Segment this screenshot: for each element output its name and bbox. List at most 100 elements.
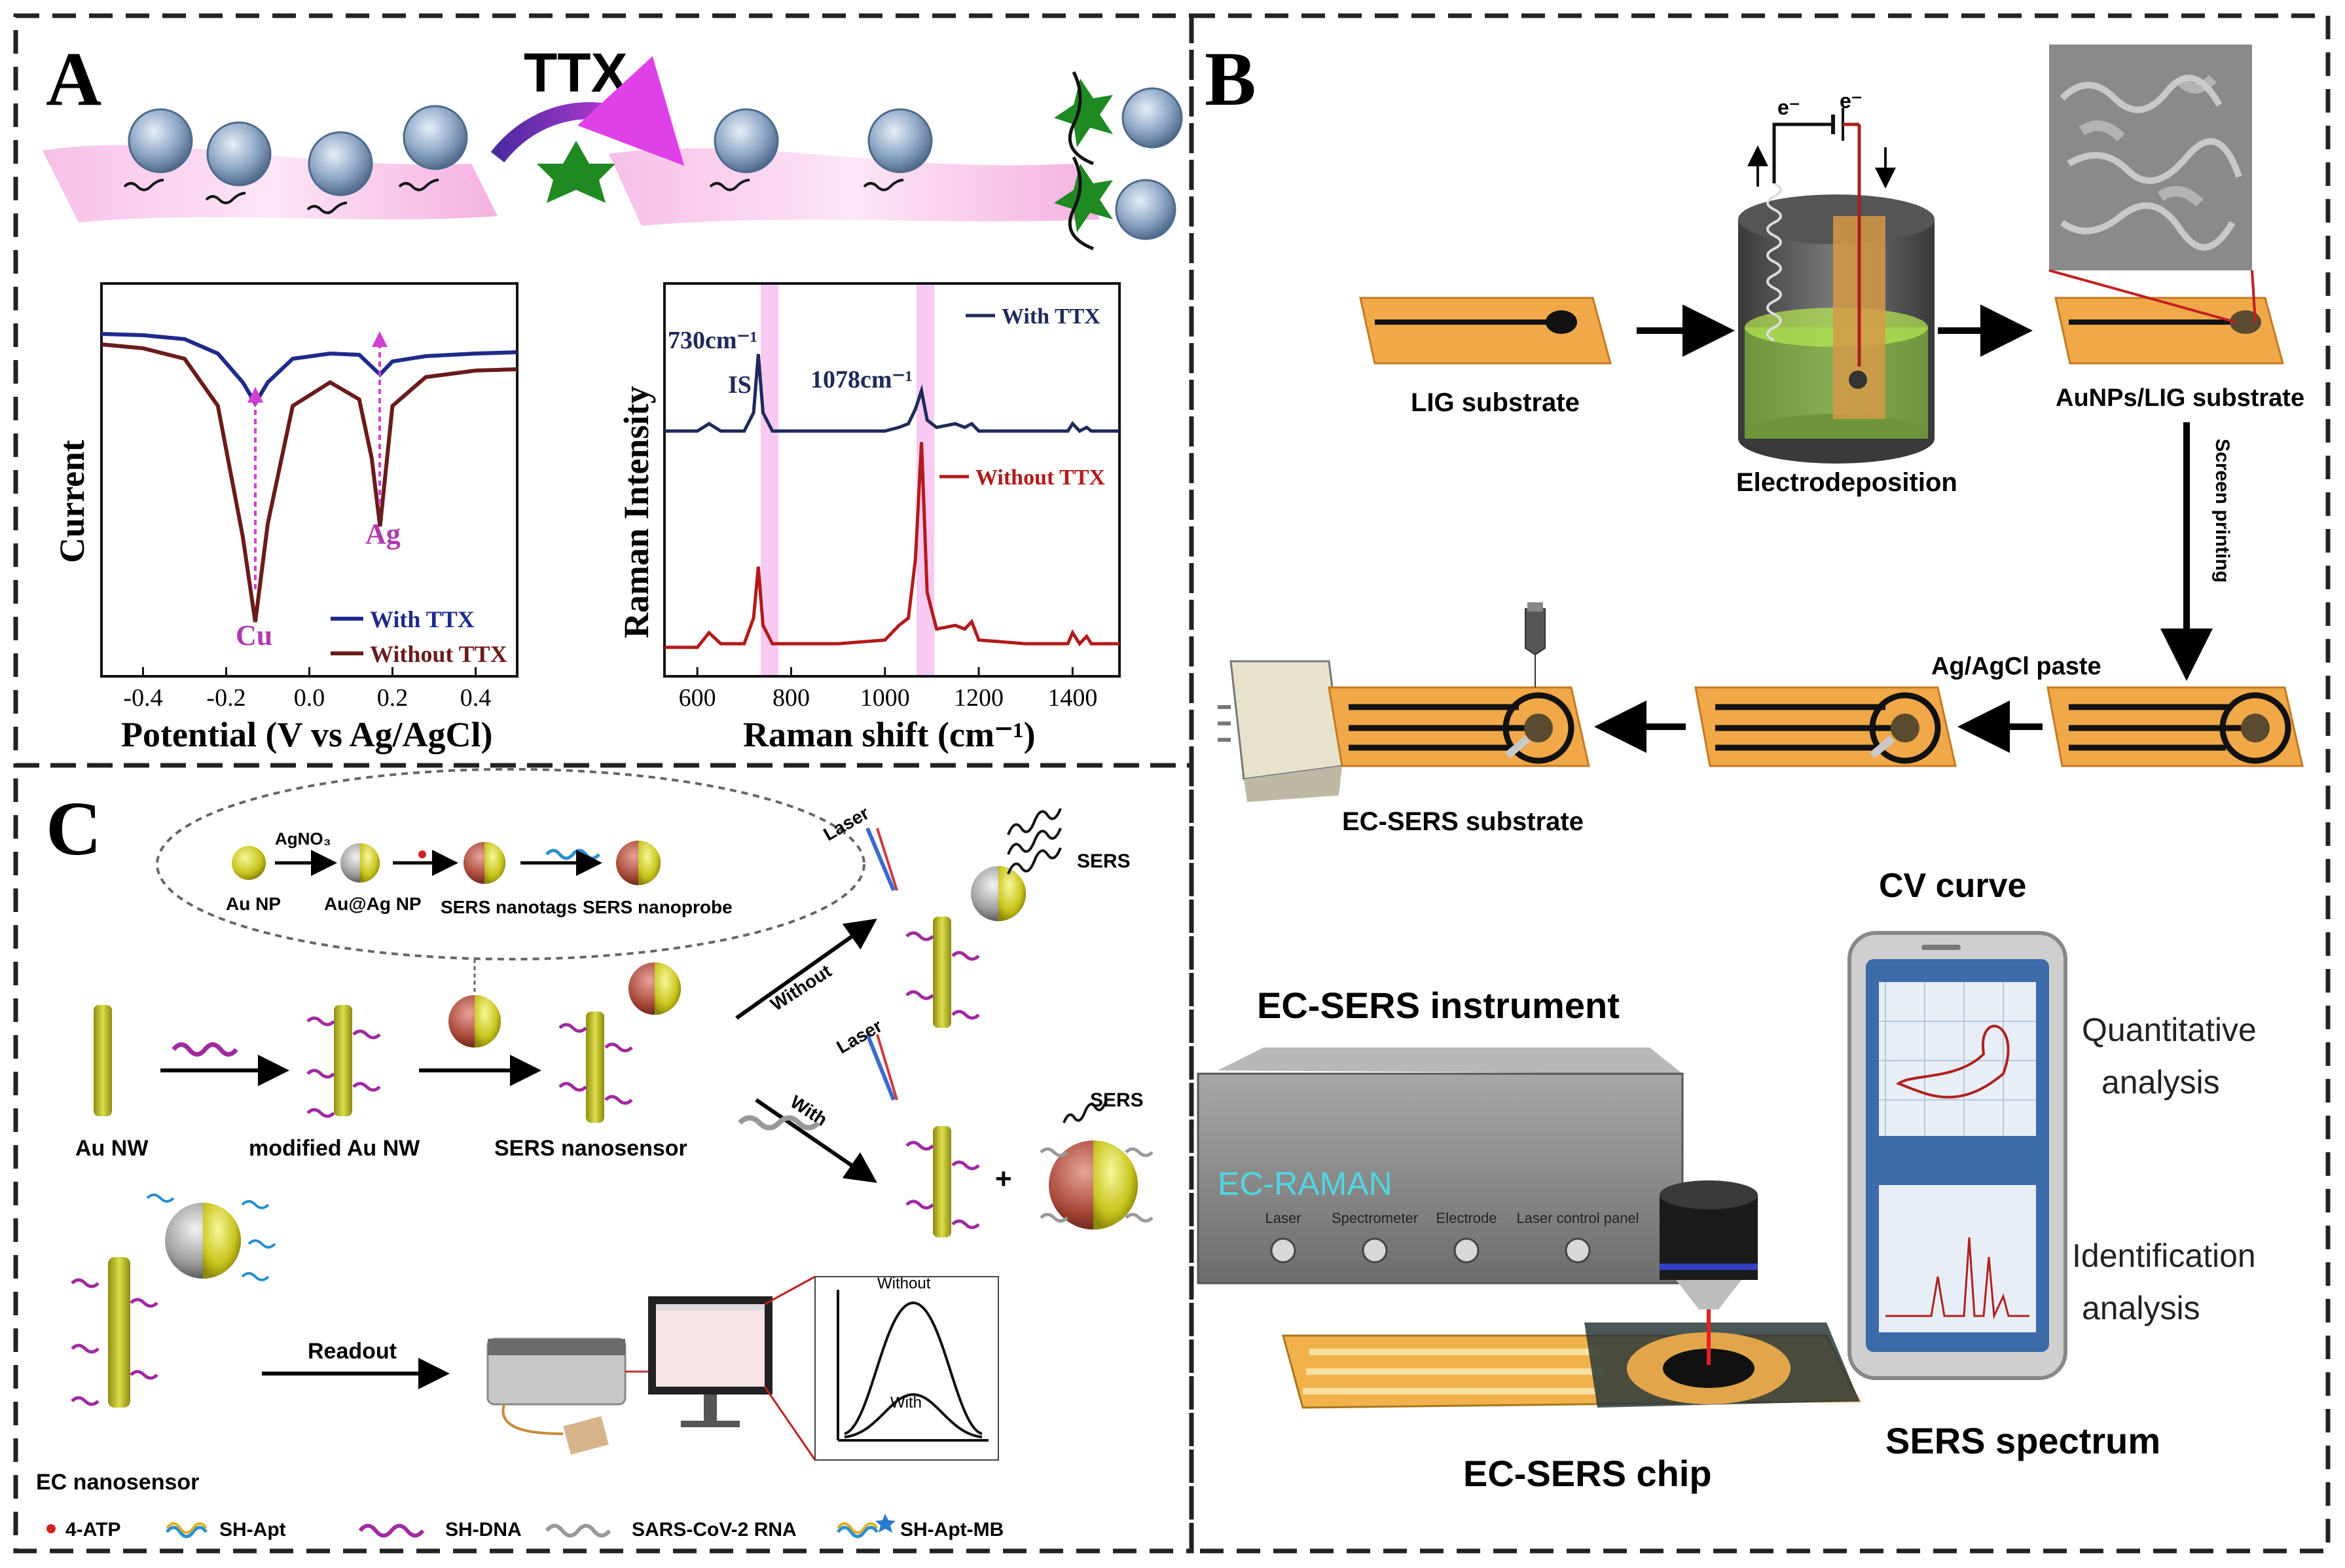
ec-sers-chip xyxy=(1282,1180,1861,1409)
ttx-star-icon xyxy=(537,141,615,203)
au-nw-label: Au NW xyxy=(75,1136,149,1161)
ttx-label: TTX xyxy=(524,42,628,103)
electrodeposition-beaker xyxy=(1738,124,1935,464)
sers-nanosensor-label: SERS nanosensor xyxy=(494,1136,687,1161)
cv-xlabel: Potential (V vs Ag/AgCl) xyxy=(121,715,492,754)
raman-series-with-ttx xyxy=(664,354,1119,433)
raman-plot-frame xyxy=(663,282,1121,678)
ttx-arrow xyxy=(490,56,685,166)
au-np-label: Au NP xyxy=(226,894,281,914)
electrodeposition-label: Electrodeposition xyxy=(1736,468,1957,497)
panel-c: C Au NP AgNO₃ Au@Ag NP SERS nanotags SER… xyxy=(36,768,1154,1541)
lig-substrate-plate xyxy=(1359,297,1612,365)
aunps-substrate-plate xyxy=(2054,297,2284,365)
panel-b-letter: B xyxy=(1205,36,1256,122)
printed-substrate-2 xyxy=(1694,686,1957,767)
sh-dna-icon xyxy=(172,1042,238,1057)
instrument-knob-label-1: Spectrometer xyxy=(1332,1210,1418,1226)
raman-tick-label-0: 600 xyxy=(679,684,716,712)
auag-np-label: Au@Ag NP xyxy=(324,894,422,914)
raman-legend-without: Without TTX xyxy=(975,465,1106,490)
plus-sign: + xyxy=(995,1163,1012,1195)
cv-series-with-ttx xyxy=(101,332,518,407)
identification-line-2: analysis xyxy=(2082,1290,2200,1326)
instrument-knob-3 xyxy=(1565,1237,1591,1264)
sers-label-weak: SERS xyxy=(1090,1089,1144,1111)
phone-cv-panel xyxy=(1879,982,2036,1136)
panel-a-letter: A xyxy=(46,36,101,122)
arrow-with xyxy=(755,1098,877,1183)
quantitative-line-2: analysis xyxy=(2101,1064,2220,1101)
lig-substrate-label: LIG substrate xyxy=(1411,388,1580,417)
raman-band-730 xyxy=(761,285,778,675)
raman-tick-label-3: 1200 xyxy=(954,684,1004,712)
legend-sh-apt-mb: SH-Apt-MB xyxy=(900,1519,1004,1541)
legend-sars-cov2-rna: SARS-CoV-2 RNA xyxy=(632,1519,797,1541)
cv-tick-label-4: 0.4 xyxy=(460,684,492,712)
modified-au-nw-label: modified Au NW xyxy=(249,1136,420,1161)
au-nw-rod xyxy=(94,1005,112,1116)
raman-tick-label-2: 1000 xyxy=(860,684,910,712)
instrument-knob-1 xyxy=(1362,1237,1388,1264)
legend-sh-dna: SH-DNA xyxy=(445,1519,522,1541)
chip-label: EC-SERS chip xyxy=(1463,1453,1712,1494)
curve-with-label: With xyxy=(890,1394,922,1412)
raman-xlabel: Raman shift (cm⁻¹) xyxy=(743,715,1036,754)
legend-row: 4-ATP SH-Apt SH-DNA SARS-CoV-2 RNA SH-Ap… xyxy=(46,1514,1004,1541)
raman-legend-with: With TTX xyxy=(1002,304,1100,329)
legend-4atp: 4-ATP xyxy=(65,1519,120,1541)
electron-label-left: e⁻ xyxy=(1777,96,1800,119)
cv-ylabel: Current xyxy=(52,440,92,563)
screen-printing-label: Screen printing xyxy=(2211,439,2233,583)
au-np-icon xyxy=(232,846,266,880)
cv-tick-label-3: 0.2 xyxy=(377,684,409,712)
raman-annot-is: IS xyxy=(728,371,752,399)
readout-plot xyxy=(814,1276,999,1461)
raman-annot-1078: 1078cm⁻¹ xyxy=(810,366,913,393)
circuit-wire-left xyxy=(1772,122,1833,183)
phone-device xyxy=(1847,931,2067,1380)
panel-borders xyxy=(13,13,2331,1554)
ec-nanosensor-rod xyxy=(108,1257,130,1408)
instrument-knob-label-0: Laser xyxy=(1265,1210,1301,1226)
ec-nanosensor-label: EC nanosensor xyxy=(36,1470,199,1495)
panel-b: B LIG substrate e⁻ e⁻ Electrodeposition xyxy=(1197,36,2304,1494)
cv-peak-ag: Ag xyxy=(365,518,401,550)
legend-sh-apt: SH-Apt xyxy=(219,1519,286,1541)
phone-spectrum-panel xyxy=(1879,1185,2036,1332)
cv-legend-with: With TTX xyxy=(370,606,475,632)
arrow-without xyxy=(735,919,877,1020)
cv-curve-label: CV curve xyxy=(1879,867,2026,905)
sers-label-strong: SERS xyxy=(1077,850,1131,872)
sers-nanotags-label: SERS nanotags xyxy=(441,897,577,917)
raman-tick-label-4: 1400 xyxy=(1047,684,1097,712)
ec-raman-label: EC-RAMAN xyxy=(1218,1165,1392,1202)
electron-label-right: e⁻ xyxy=(1840,89,1863,113)
agno3-label: AgNO₃ xyxy=(275,829,331,848)
panel-c-letter: C xyxy=(46,786,101,871)
panel-a-border xyxy=(13,13,1194,768)
aptamer-spheres-left xyxy=(123,105,468,214)
laser-label-bottom: Laser xyxy=(833,1015,886,1057)
cv-peak-cu: Cu xyxy=(236,619,272,651)
panel-b-border xyxy=(1189,13,2331,1554)
ec-sers-substrate-label: EC-SERS substrate xyxy=(1342,807,1584,836)
raman-series-without-ttx xyxy=(664,442,1119,649)
panel-a: A TTX xyxy=(43,36,1183,754)
zoom-line-right xyxy=(2251,270,2257,323)
aunps-substrate-label: AuNPs/LIG substrate xyxy=(2056,384,2304,412)
sers-spectrum-label: SERS spectrum xyxy=(1885,1420,2160,1461)
printed-substrate-3 xyxy=(2046,686,2304,767)
cv-legend-without: Without TTX xyxy=(370,641,507,667)
cv-tick-label-0: -0.4 xyxy=(123,684,162,712)
sars-cov2-rna-icon xyxy=(738,1115,820,1131)
laser-label-top: Laser xyxy=(820,803,873,845)
sers-nanosensor-rod xyxy=(586,1012,604,1123)
